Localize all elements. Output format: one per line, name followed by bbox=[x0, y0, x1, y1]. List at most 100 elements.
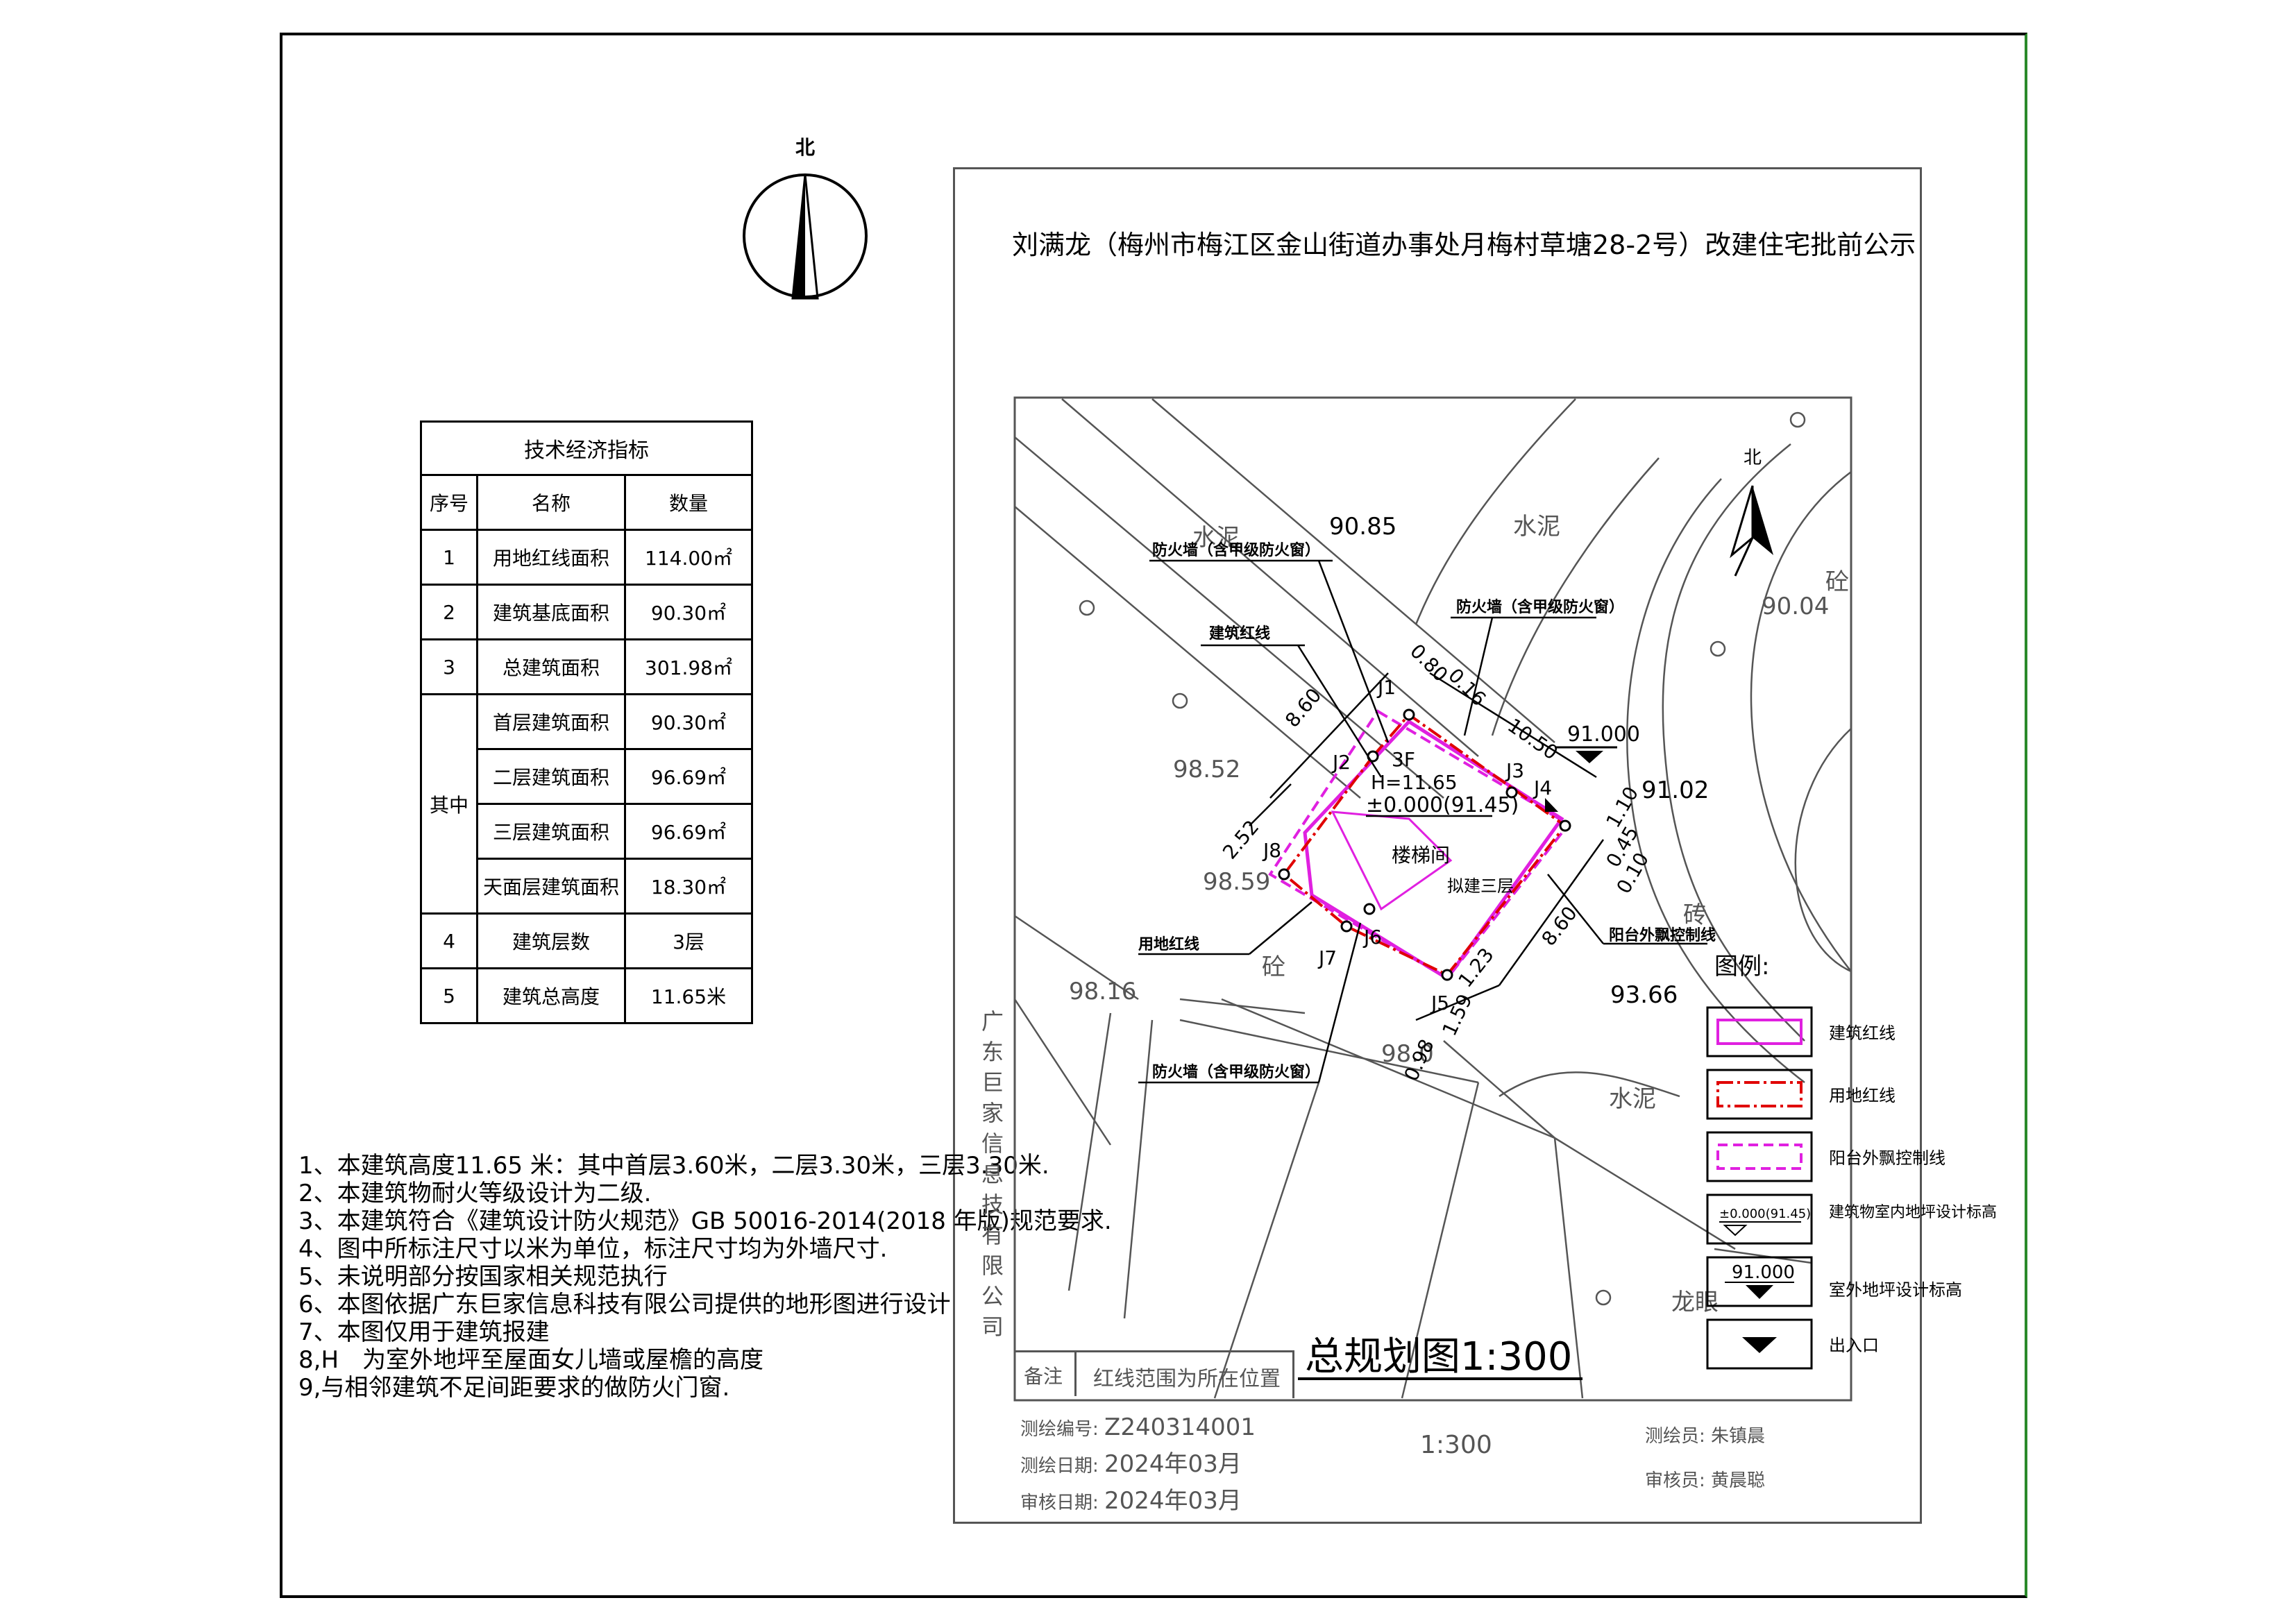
row-name: 首层建筑面积 bbox=[476, 693, 626, 750]
label-brick: 砖 bbox=[1683, 901, 1707, 929]
survey-date: 2024年03月 bbox=[1104, 1450, 1242, 1478]
label-concrete: 砼 bbox=[1262, 953, 1285, 981]
compass: 北 bbox=[743, 136, 868, 300]
label-north: 北 bbox=[1744, 448, 1762, 468]
outer-frame bbox=[280, 33, 2027, 1598]
dim-label: 1.10 bbox=[1601, 783, 1643, 831]
table-row: 二层建筑面积 96.69㎡ bbox=[421, 748, 753, 805]
row-value: 301.98㎡ bbox=[624, 638, 753, 695]
plan-frame bbox=[1013, 396, 1852, 1402]
balcony-line-label: 阳台外飘控制线 bbox=[1609, 926, 1716, 944]
note-line: 9,与相邻建筑不足间距要求的做防火门窗. bbox=[298, 1374, 730, 1402]
legend-item: 出入口 bbox=[1706, 1318, 1879, 1370]
remark-label: 备注 bbox=[1024, 1365, 1063, 1388]
surveyor-label: 测绘员: bbox=[1645, 1426, 1705, 1447]
legend-item: ±0.000(91.45) 建筑物室内地坪设计标高 bbox=[1706, 1193, 1997, 1245]
reviewer-label: 审核员: bbox=[1645, 1470, 1705, 1491]
row-value: 18.30㎡ bbox=[624, 858, 753, 915]
point-label: J2 bbox=[1331, 751, 1351, 774]
row-name: 总建筑面积 bbox=[476, 638, 626, 695]
legend-title: 图例: bbox=[1714, 953, 1770, 980]
note-line: 6、本图依据广东巨家信息科技有限公司提供的地形图进行设计 bbox=[298, 1291, 951, 1318]
entrance-marker-icon bbox=[1545, 798, 1558, 812]
label-longan: 龙眼 bbox=[1671, 1289, 1719, 1316]
legend-label: 阳台外飘控制线 bbox=[1829, 1148, 1945, 1168]
legend-item: 用地红线 bbox=[1706, 1069, 1896, 1120]
stair-label: 楼梯间 bbox=[1392, 844, 1450, 867]
elevation-label: 98.52 bbox=[1173, 756, 1240, 783]
elevation-label: 93.66 bbox=[1610, 981, 1678, 1009]
sheet-frame bbox=[953, 167, 1922, 1524]
row-no: 3 bbox=[420, 638, 478, 695]
north-label: 北 bbox=[795, 136, 815, 159]
elevation-label: 98.16 bbox=[1069, 978, 1136, 1005]
dim-label: 1.23 bbox=[1454, 944, 1499, 992]
site-plan: 水泥 水泥 水泥 砼 砼 砖 龙眼 北 90.85 90.04 98.52 98… bbox=[1013, 396, 1852, 1402]
table-row: 3 总建筑面积 301.98㎡ bbox=[420, 638, 753, 695]
remark-divider bbox=[1074, 1350, 1077, 1396]
note-line: 5、未说明部分按国家相关规范执行 bbox=[298, 1263, 668, 1291]
row-name: 建筑总高度 bbox=[476, 967, 626, 1024]
point-label: J8 bbox=[1262, 839, 1281, 862]
group-label: 其中 bbox=[420, 693, 478, 915]
point-label: J4 bbox=[1533, 776, 1552, 799]
table-row: 5 建筑总高度 11.65米 bbox=[420, 967, 753, 1024]
row-value: 11.65米 bbox=[624, 967, 753, 1024]
row-name: 天面层建筑面积 bbox=[476, 858, 626, 915]
table-row: 4 建筑层数 3层 bbox=[420, 912, 753, 969]
plan-north-arrow-icon bbox=[1730, 485, 1773, 577]
firewall-label: 防火墙（含甲级防火窗） bbox=[1456, 598, 1624, 616]
footer-left: 测绘编号: Z240314001 测绘日期: 2024年03月 审核日期: 20… bbox=[1020, 1410, 1256, 1520]
proposed-label: 拟建三层 bbox=[1447, 876, 1514, 896]
header-name: 名称 bbox=[476, 474, 626, 531]
review-date-label: 审核日期: bbox=[1020, 1493, 1099, 1513]
legend-item: 阳台外飘控制线 bbox=[1706, 1131, 1945, 1182]
survey-no: Z240314001 bbox=[1104, 1413, 1256, 1441]
outdoor-level-label: 91.000 bbox=[1567, 722, 1640, 747]
outdoor-level-marker bbox=[1555, 746, 1617, 763]
north-arrow-fill bbox=[793, 175, 805, 298]
surveyor: 朱镇晨 bbox=[1711, 1426, 1766, 1447]
legend: 建筑红线 用地红线 阳台外飘控制线 ±0.000(91.45) 建筑物室内地坪设… bbox=[1706, 1006, 1997, 1370]
legend-label: 出入口 bbox=[1829, 1336, 1879, 1355]
label-cement: 水泥 bbox=[1513, 513, 1560, 541]
note-line: 2、本建筑物耐火等级设计为二级. bbox=[298, 1180, 652, 1207]
remark-text: 红线范围为所在位置 bbox=[1093, 1367, 1281, 1391]
label-cement: 水泥 bbox=[1609, 1085, 1656, 1113]
tech-econ-table: 技术经济指标 序号 名称 数量 1 用地红线面积 114.00㎡ 2 建筑基底面… bbox=[420, 420, 753, 1024]
table-caption: 技术经济指标 bbox=[420, 420, 753, 476]
legend-sample: ±0.000(91.45) bbox=[1719, 1207, 1811, 1221]
legend-label: 建筑红线 bbox=[1829, 1023, 1896, 1043]
legend-label: 室外地坪设计标高 bbox=[1829, 1280, 1962, 1300]
note-line: 4、图中所标注尺寸以米为单位，标注尺寸均为外墙尺寸. bbox=[298, 1235, 888, 1263]
plan-title: 总规划图1:300 bbox=[1305, 1334, 1573, 1379]
survey-symbols bbox=[1079, 411, 1806, 1306]
elevation-label: 90.04 bbox=[1762, 593, 1829, 620]
survey-points bbox=[1278, 708, 1571, 981]
dim-label: 8.60 bbox=[1281, 684, 1326, 732]
row-name: 三层建筑面积 bbox=[476, 803, 626, 860]
row-no: 1 bbox=[420, 529, 478, 586]
point-label: J5 bbox=[1430, 992, 1449, 1014]
building-redline bbox=[1303, 719, 1564, 981]
dim-label: 2.52 bbox=[1218, 816, 1263, 864]
survey-date-label: 测绘日期: bbox=[1020, 1456, 1099, 1477]
design-notes: 1、本建筑高度11.65 米：其中首层3.60米，二层3.30米，三层3.30米… bbox=[298, 1152, 1112, 1402]
land-redline-label: 用地红线 bbox=[1138, 935, 1199, 953]
dim-label: 10.50 bbox=[1503, 714, 1562, 765]
row-no: 2 bbox=[420, 584, 478, 640]
label-cement: 水泥 bbox=[1192, 524, 1240, 552]
row-name: 建筑层数 bbox=[476, 912, 626, 969]
floors-label: 3F bbox=[1392, 748, 1415, 771]
row-value: 3层 bbox=[624, 912, 753, 969]
firewall-label: 防火墙（含甲级防火窗） bbox=[1152, 1063, 1320, 1081]
elevation-label: 98.0 bbox=[1381, 1040, 1434, 1068]
page-title: 刘满龙（梅州市梅江区金山街道办事处月梅村草塘28-2号）改建住宅批前公示 bbox=[1012, 230, 1916, 260]
row-value: 96.69㎡ bbox=[624, 748, 753, 805]
row-no: 5 bbox=[420, 967, 478, 1024]
header-no: 序号 bbox=[420, 474, 478, 531]
legend-label: 建筑物室内地坪设计标高 bbox=[1829, 1204, 1997, 1221]
note-line: 3、本建筑符合《建筑设计防火规范》GB 50016-2014(2018 年版)规… bbox=[298, 1207, 1112, 1235]
elevation-label: 90.85 bbox=[1329, 513, 1396, 541]
row-value: 96.69㎡ bbox=[624, 803, 753, 860]
